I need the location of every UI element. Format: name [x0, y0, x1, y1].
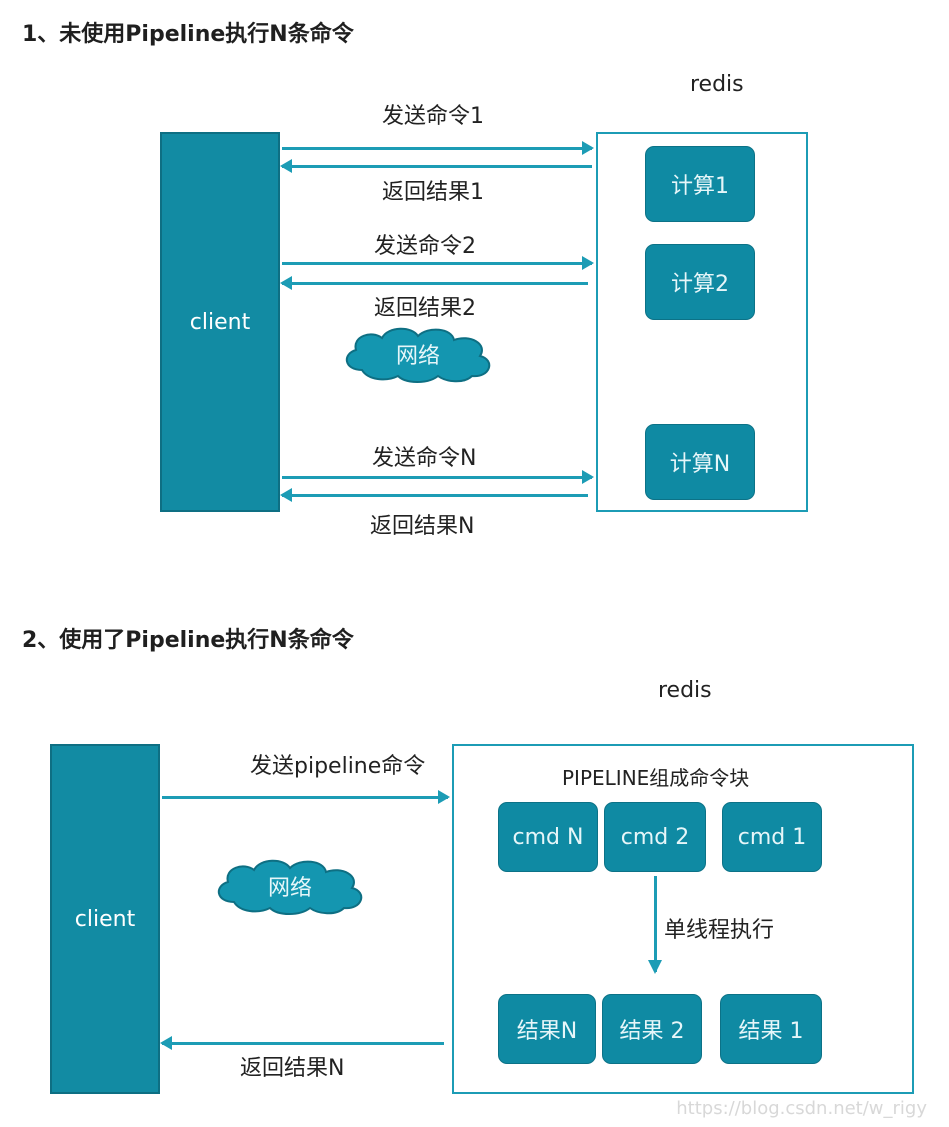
compute-label-n: 计算N — [669, 452, 731, 477]
section1-compute-box-1: 计算1 — [645, 146, 755, 222]
return-label-n: 返回结果N — [370, 514, 475, 539]
section1-redis-label: redis — [690, 72, 744, 97]
result-label-2: 结果 2 — [619, 1019, 685, 1044]
send-arrow-n — [282, 470, 594, 484]
cmd-label-2: cmd 2 — [620, 824, 690, 850]
cmd-box-2: cmd 2 — [604, 802, 706, 872]
exec-down-arrow — [648, 876, 662, 974]
send-label-1: 发送命令1 — [382, 104, 484, 129]
result-box-n: 结果N — [498, 994, 596, 1064]
result-label-n: 结果N — [516, 1019, 578, 1044]
watermark: https://blog.csdn.net/w_rigy — [676, 1098, 927, 1119]
section2-heading: 2、使用了Pipeline执行N条命令 — [22, 628, 354, 653]
result-box-2: 结果 2 — [602, 994, 702, 1064]
cloud-icon — [218, 859, 363, 915]
section1-compute-box-2: 计算2 — [645, 244, 755, 320]
section1-compute-box-n: 计算N — [645, 424, 755, 500]
cmd-label-n: cmd N — [512, 824, 584, 850]
section1-heading: 1、未使用Pipeline执行N条命令 — [22, 22, 354, 47]
return-n-arrow — [160, 1036, 444, 1050]
section2-client-box: client — [50, 744, 160, 1094]
cmd-box-n: cmd N — [498, 802, 598, 872]
result-box-1: 结果 1 — [720, 994, 822, 1064]
cmd-box-1: cmd 1 — [722, 802, 822, 872]
section1-client-box: client — [160, 132, 280, 512]
return-label-1: 返回结果1 — [382, 180, 484, 205]
return-label-2: 返回结果2 — [374, 296, 476, 321]
cmd-label-1: cmd 1 — [737, 824, 807, 850]
send-label-n: 发送命令N — [372, 446, 477, 471]
section2-redis-label: redis — [658, 678, 712, 703]
single-thread-label: 单线程执行 — [664, 918, 775, 943]
cloud-icon — [346, 327, 491, 383]
return-n-label: 返回结果N — [240, 1056, 345, 1081]
section2-client-label: client — [74, 906, 136, 932]
send-arrow-1 — [282, 141, 594, 155]
send-pipeline-arrow — [162, 790, 450, 804]
section1-network-cloud: 网络 — [338, 324, 498, 384]
section2-network-cloud: 网络 — [210, 856, 370, 916]
compute-label-1: 计算1 — [671, 174, 729, 199]
send-pipeline-label: 发送pipeline命令 — [250, 754, 426, 779]
send-label-2: 发送命令2 — [374, 234, 476, 259]
section1-client-label: client — [189, 309, 251, 335]
pipeline-block-title: PIPELINE组成命令块 — [562, 766, 750, 790]
section1-cloud-label: 网络 — [395, 344, 440, 369]
compute-label-2: 计算2 — [671, 272, 729, 297]
return-arrow-1 — [280, 159, 592, 173]
return-arrow-n — [280, 488, 588, 502]
section2-cloud-label: 网络 — [267, 876, 312, 901]
return-arrow-2 — [280, 276, 588, 290]
send-arrow-2 — [282, 256, 594, 270]
result-label-1: 结果 1 — [738, 1019, 804, 1044]
